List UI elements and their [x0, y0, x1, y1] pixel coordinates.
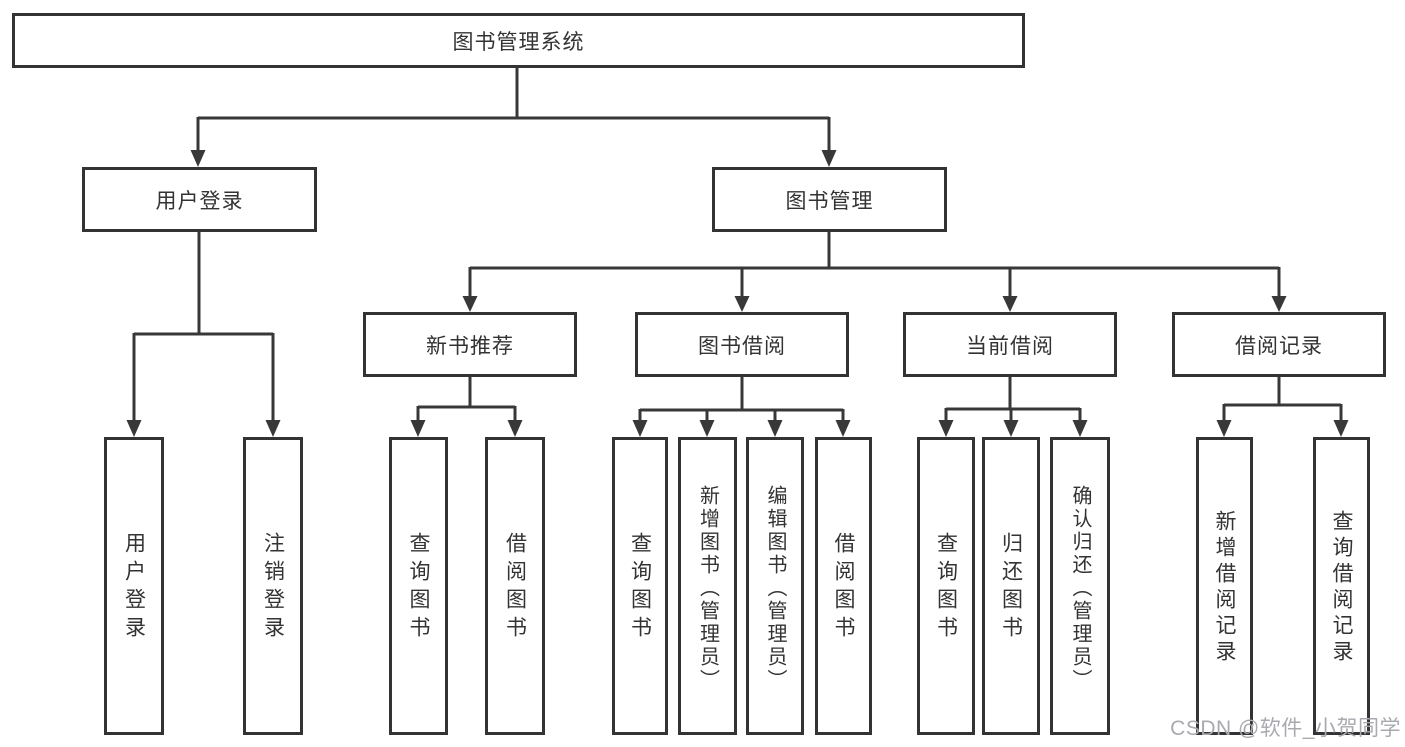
node-book-borrow: 图书借阅: [635, 312, 849, 377]
leaf-return-book: 归还图书: [982, 437, 1040, 735]
csdn-watermark: CSDN @软件_小贺同学: [1170, 717, 1401, 740]
leaf-edit-book-admin: 编辑图书（管理员）: [746, 437, 804, 735]
leaf-query-books-current: 查询图书: [917, 437, 975, 735]
leaf-add-borrow-record: 新增借阅记录: [1196, 437, 1253, 735]
leaf-borrow-books-2: 借阅图书: [815, 437, 872, 735]
node-borrow-record: 借阅记录: [1172, 312, 1386, 377]
node-new-book-recommend: 新书推荐: [363, 312, 577, 377]
leaf-borrow-books-recommend: 借阅图书: [485, 437, 545, 735]
leaf-add-book-admin: 新增图书（管理员）: [678, 437, 737, 735]
leaf-logout-login: 注销登录: [243, 437, 303, 735]
node-book-management: 图书管理: [712, 167, 947, 232]
leaf-query-books-recommend: 查询图书: [389, 437, 448, 735]
node-user-login: 用户登录: [82, 167, 317, 232]
node-library-management-system: 图书管理系统: [12, 13, 1025, 68]
leaf-query-books-borrow: 查询图书: [612, 437, 668, 735]
node-current-borrow: 当前借阅: [903, 312, 1117, 377]
leaf-confirm-return-admin: 确认归还（管理员）: [1050, 437, 1110, 735]
leaf-user-login: 用户登录: [104, 437, 164, 735]
leaf-query-borrow-record: 查询借阅记录: [1313, 437, 1370, 735]
